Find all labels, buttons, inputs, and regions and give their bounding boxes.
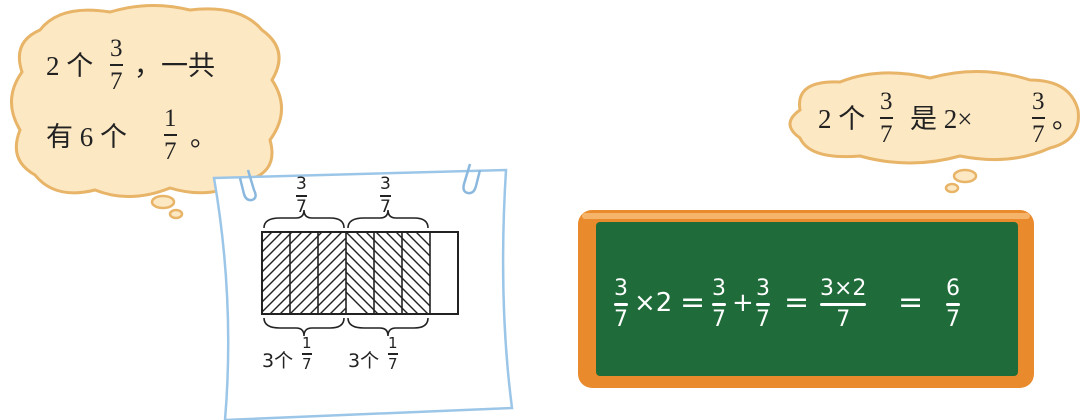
paper-sheet: [214, 170, 512, 420]
paper-top-fraction-right: 3 7: [380, 176, 391, 216]
fraction-denominator: 7: [1032, 122, 1045, 147]
board-fraction-2: 3 7: [712, 278, 726, 331]
left-bubble-line2-suffix: 。: [190, 124, 217, 151]
fraction-bar: [164, 134, 177, 136]
fraction-numerator: 3: [614, 278, 628, 300]
board-equals-3: =: [898, 288, 923, 318]
right-bubble-fraction-2: 3 7: [1032, 89, 1045, 147]
fraction-bar: [820, 303, 866, 306]
board-fraction-1: 3 7: [614, 278, 628, 331]
fraction-numerator: 3: [110, 36, 123, 61]
paper-bottom-right-prefix: 3个: [348, 346, 379, 373]
chalkboard-frame-shine: [582, 213, 1030, 219]
left-bubble-fraction-1-7: 1 7: [164, 106, 177, 164]
board-equals-1: =: [680, 288, 705, 318]
board-equals-2: =: [784, 288, 809, 318]
fraction-bar: [880, 117, 893, 119]
fraction-denominator: 7: [380, 199, 391, 216]
left-bubble-line1-suffix: ，一共: [134, 53, 215, 80]
left-bubble-line2-prefix: 有 6 个: [46, 124, 127, 151]
right-bubble-prefix: 2 个: [818, 106, 865, 133]
board-plus: +: [732, 290, 754, 316]
fraction-numerator: 3: [712, 278, 726, 300]
fraction-denominator: 7: [614, 309, 628, 331]
fraction-denominator: 7: [302, 357, 312, 372]
paper-bottom-left-prefix: 3个: [262, 346, 293, 373]
right-bubble-dot-small: [946, 184, 958, 192]
right-bubble-dot-large: [954, 170, 976, 182]
left-bubble-dot-large: [152, 196, 174, 208]
fraction-numerator: 3: [380, 176, 391, 193]
fraction-denominator: 7: [712, 309, 726, 331]
right-bubble-suffix: 。: [1052, 106, 1079, 133]
fraction-numerator: 3×2: [820, 278, 866, 300]
fraction-bar: [712, 303, 726, 306]
fraction-denominator: 7: [110, 69, 123, 94]
fraction-bar: [946, 303, 960, 306]
fraction-denominator: 7: [388, 357, 398, 372]
right-bubble-middle: 是 2×: [910, 106, 972, 133]
fraction-numerator: 3: [296, 176, 307, 193]
fraction-bar: [756, 303, 770, 306]
fraction-numerator: 1: [164, 106, 177, 131]
left-bubble-line1-prefix: 2 个: [46, 53, 93, 80]
paper-bottom-right-fraction: 1 7: [388, 336, 398, 372]
left-bubble-dot-small: [170, 210, 182, 218]
fraction-bar: [1032, 117, 1045, 119]
fraction-denominator: 7: [946, 309, 960, 331]
fraction-denominator: 7: [836, 309, 850, 331]
board-fraction-4: 3×2 7: [820, 278, 866, 331]
paper-bottom-left-fraction: 1 7: [302, 336, 312, 372]
left-bubble-fraction-3-7: 3 7: [110, 36, 123, 94]
fraction-numerator: 1: [302, 336, 312, 351]
fraction-numerator: 6: [946, 278, 960, 300]
fraction-bar: [614, 303, 628, 306]
fraction-denominator: 7: [164, 139, 177, 164]
fraction-numerator: 3: [756, 278, 770, 300]
fraction-numerator: 1: [388, 336, 398, 351]
board-times-two: ×2: [634, 290, 672, 316]
left-thought-bubble: [11, 5, 281, 196]
board-fraction-3: 3 7: [756, 278, 770, 331]
board-fraction-5: 6 7: [946, 278, 960, 331]
fraction-numerator: 3: [1032, 89, 1045, 114]
right-bubble-fraction-1: 3 7: [880, 89, 893, 147]
fraction-denominator: 7: [880, 122, 893, 147]
fraction-numerator: 3: [880, 89, 893, 114]
fraction-bar: [110, 64, 123, 66]
paper-top-fraction-left: 3 7: [296, 176, 307, 216]
fraction-denominator: 7: [756, 309, 770, 331]
fraction-denominator: 7: [296, 199, 307, 216]
